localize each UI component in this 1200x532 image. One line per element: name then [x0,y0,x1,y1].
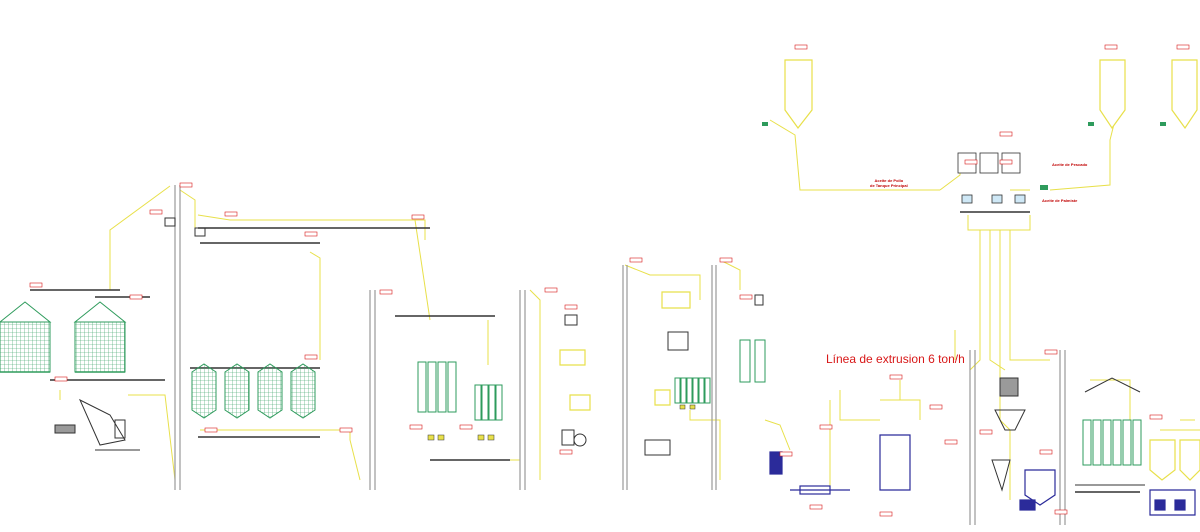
intermediate-bins [191,363,316,419]
oil-tanks [559,59,1200,481]
mechanical-equipment [54,217,1145,492]
silo-2 [73,301,127,373]
extrusion-line-title: Línea de extrusion 6 ton/h [826,352,965,366]
extrusion-equipment [769,434,1196,516]
bucket-elevators [174,185,1066,525]
pipe-network [59,119,1200,500]
oil-main-tank-label: Aceite de Pollo de Tanque Principal [870,178,908,188]
dosing-pumps [762,122,1166,190]
fish-oil-label: Aceite de Pescado [1052,162,1088,167]
storage-silos [0,301,127,373]
palm-oil-label: Aceite de Palmiste [1042,198,1078,203]
equipment-tags [29,44,1190,517]
batching-bins [417,339,1142,466]
conveyors [30,211,1140,493]
hoppers [427,404,696,441]
silo-1 [0,301,52,373]
